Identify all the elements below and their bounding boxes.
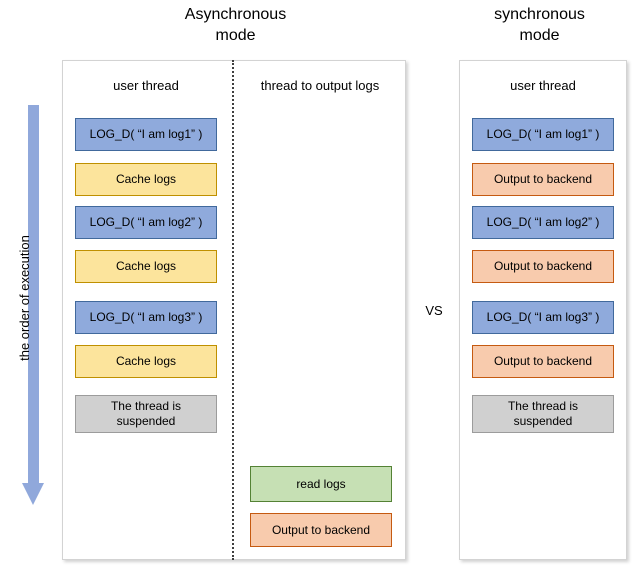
async-box-cache-logs-2[interactable]: Cache logs — [75, 250, 217, 283]
sync-box-output-to-backend-2[interactable]: Output to backend — [472, 250, 614, 283]
async-box-cache-logs-1[interactable]: Cache logs — [75, 163, 217, 196]
async-user-thread-header: user thread — [113, 78, 179, 93]
async-box-output-to-backend[interactable]: Output to backend — [250, 513, 392, 547]
sync-box-thread-suspended[interactable]: The thread is suspended — [472, 395, 614, 433]
async-box-log-d-3[interactable]: LOG_D( “I am log3” ) — [75, 301, 217, 334]
async-thread-divider — [232, 60, 234, 560]
sync-mode-title: synchronous mode — [494, 6, 585, 44]
order-arrow-head-icon — [22, 483, 44, 505]
sync-box-log-d-2[interactable]: LOG_D( “I am log2” ) — [472, 206, 614, 239]
vs-label: VS — [425, 303, 443, 318]
sync-box-log-d-3[interactable]: LOG_D( “I am log3” ) — [472, 301, 614, 334]
async-box-read-logs[interactable]: read logs — [250, 466, 392, 502]
async-box-log-d-1[interactable]: LOG_D( “I am log1” ) — [75, 118, 217, 151]
async-output-thread-header: thread to output logs — [260, 78, 380, 93]
async-box-log-d-2[interactable]: LOG_D( “I am log2” ) — [75, 206, 217, 239]
sync-box-log-d-1[interactable]: LOG_D( “I am log1” ) — [472, 118, 614, 151]
async-box-cache-logs-3[interactable]: Cache logs — [75, 345, 217, 378]
async-mode-title: Asynchronous mode — [184, 6, 287, 44]
order-of-execution-label: the order of execution — [17, 235, 32, 361]
sync-box-output-to-backend-1[interactable]: Output to backend — [472, 163, 614, 196]
sync-user-thread-header: user thread — [510, 78, 576, 93]
async-box-thread-suspended[interactable]: The thread is suspended — [75, 395, 217, 433]
order-arrow-shaft — [28, 105, 39, 483]
sync-box-output-to-backend-3[interactable]: Output to backend — [472, 345, 614, 378]
